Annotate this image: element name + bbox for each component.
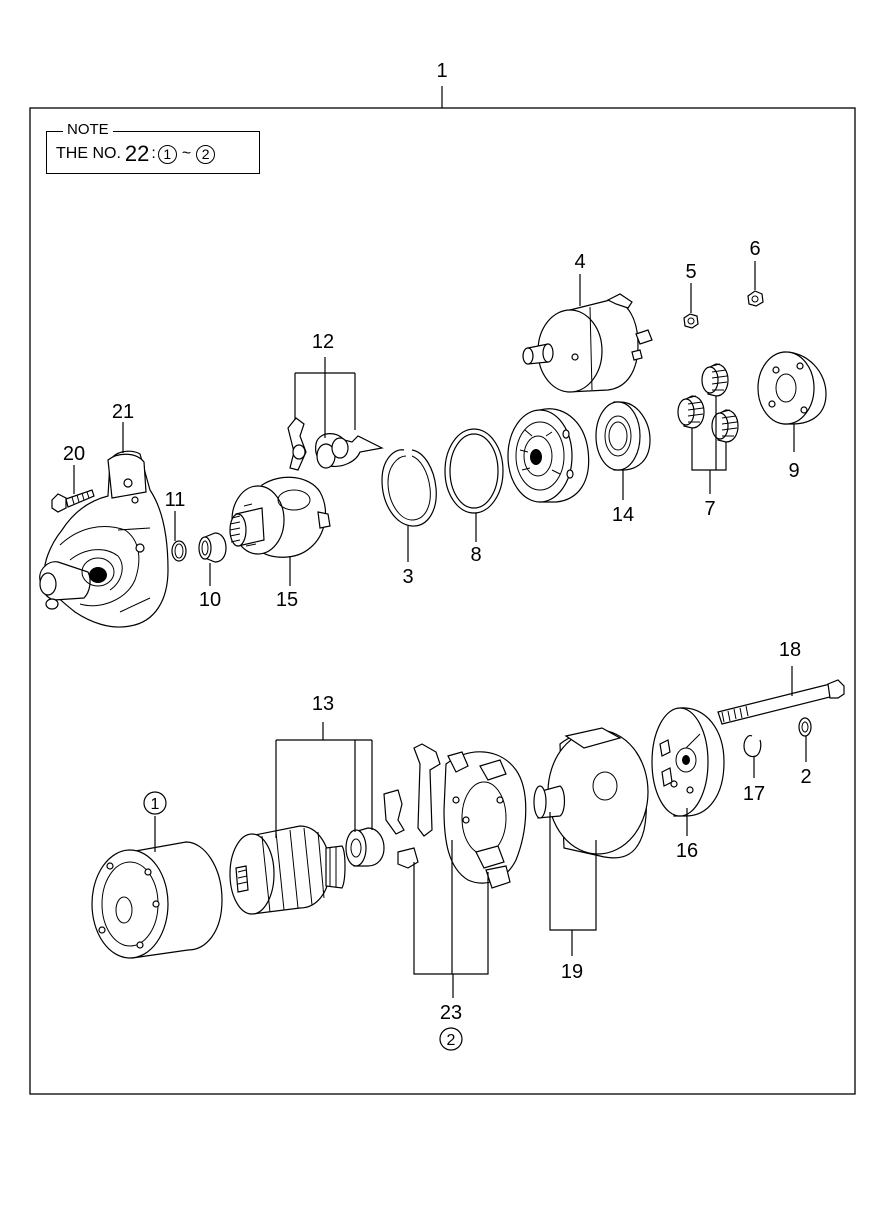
label-2: 2 (800, 766, 811, 788)
part-18-through-bolt (717, 679, 845, 725)
part-21-front-housing (39, 450, 169, 628)
label-9: 9 (788, 460, 799, 482)
label-6: 6 (749, 238, 760, 260)
label-14: 14 (612, 504, 634, 526)
part-circle-1-yoke (91, 841, 223, 959)
label-circle-1: 1 (151, 796, 160, 813)
note-number: 22 (124, 141, 150, 166)
part-19-rear-housing (533, 727, 649, 859)
label-4: 4 (574, 251, 585, 273)
bearing (345, 827, 385, 867)
part-6-nut (747, 290, 764, 307)
label-18: 18 (779, 639, 801, 661)
label-3: 3 (402, 566, 413, 588)
label-10: 10 (199, 589, 221, 611)
part-9-carrier-plate (757, 351, 827, 425)
note-prefix: THE NO. (56, 145, 121, 162)
label-23: 23 (440, 1002, 462, 1024)
label-21: 21 (112, 401, 134, 423)
part-3-snap-ring (381, 449, 437, 527)
part-10-bushing (198, 532, 227, 563)
part-14-packing (595, 401, 651, 471)
label-1: 1 (436, 60, 447, 82)
part-23-brush-holder (383, 743, 527, 889)
label-16: 16 (676, 840, 698, 862)
label-20: 20 (63, 443, 85, 465)
note-text: THE NO. 22 : 1 ~ 2 (56, 143, 217, 165)
callout-circle-2 (439, 1027, 463, 1051)
label-circle-2: 2 (447, 1032, 456, 1049)
label-15: 15 (276, 589, 298, 611)
part-20-bolt (51, 489, 95, 513)
part-12-lever (287, 417, 384, 471)
note-title: NOTE (63, 121, 113, 139)
part-7-planet-gears (677, 363, 739, 443)
note-box (46, 131, 260, 174)
part-2-washer (798, 717, 812, 737)
label-5: 5 (685, 261, 696, 283)
label-17: 17 (743, 783, 765, 805)
label-11: 11 (165, 489, 186, 511)
label-7: 7 (704, 498, 715, 520)
callout-circle-1 (143, 791, 167, 815)
part-16-rear-bracket (651, 707, 725, 817)
label-13: 13 (312, 693, 334, 715)
note-range-end: 2 (196, 144, 216, 164)
part-17-lock-washer (743, 735, 762, 758)
label-19: 19 (561, 961, 583, 983)
part-13-armature (229, 825, 346, 915)
part-15-pinion-clutch (229, 476, 331, 558)
label-8: 8 (470, 544, 481, 566)
label-12: 12 (312, 331, 334, 353)
part-5-nut (683, 313, 699, 329)
note-tilde: ~ (181, 145, 192, 162)
note-colon: : (151, 145, 156, 162)
part-11-ring (171, 540, 187, 562)
note-range-start: 1 (157, 144, 177, 164)
gear-housing (507, 408, 590, 503)
part-4-magnetic-switch (522, 293, 653, 393)
